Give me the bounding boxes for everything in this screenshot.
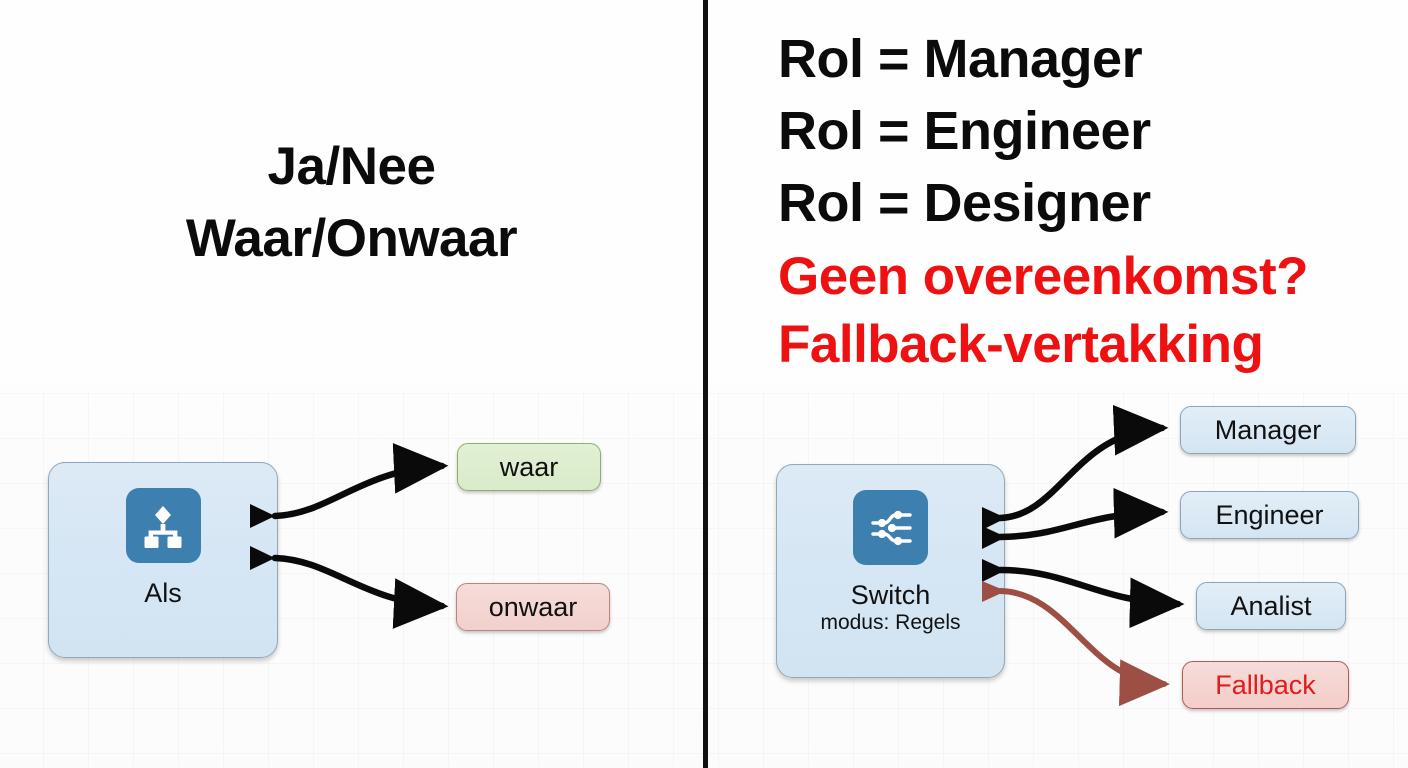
output-pill-onwaar-label: onwaar bbox=[488, 591, 578, 622]
output-pill-waar[interactable]: waar bbox=[457, 443, 601, 491]
output-pill-fallback-label: Fallback bbox=[1215, 669, 1316, 700]
output-pill-engineer[interactable]: Engineer bbox=[1180, 491, 1359, 539]
panel-divider bbox=[703, 0, 708, 768]
panel-if-node: Ja/Nee Waar/Onwaar Als waar onwaar bbox=[0, 0, 703, 768]
left-heading-line-1: Ja/Nee bbox=[267, 137, 436, 196]
node-switch-label: Switch bbox=[850, 580, 931, 610]
output-pill-onwaar[interactable]: onwaar bbox=[456, 583, 610, 631]
output-pill-manager[interactable]: Manager bbox=[1180, 406, 1356, 454]
node-switch-sublabel: modus: Regels bbox=[820, 611, 961, 635]
output-pill-manager-label: Manager bbox=[1214, 414, 1322, 445]
output-pill-waar-label: waar bbox=[499, 451, 559, 482]
decision-branch-icon bbox=[125, 488, 201, 563]
right-heading-rule-3: Rol = Designer bbox=[778, 173, 1151, 233]
node-als-label: Als bbox=[144, 578, 182, 608]
left-heading-line-2: Waar/Onwaar bbox=[185, 209, 518, 268]
right-warning-line-2: Fallback-vertakking bbox=[778, 315, 1264, 374]
output-pill-analist[interactable]: Analist bbox=[1196, 582, 1346, 630]
right-warning-line-1: Geen overeenkomst? bbox=[778, 247, 1309, 306]
output-pill-fallback[interactable]: Fallback bbox=[1182, 661, 1349, 709]
switch-routes-icon bbox=[853, 490, 928, 565]
panel-switch-node: Rol = Manager Rol = Engineer Rol = Desig… bbox=[708, 0, 1408, 768]
node-switch[interactable]: Switch modus: Regels bbox=[776, 464, 1005, 678]
right-heading-rule-1: Rol = Manager bbox=[778, 29, 1143, 89]
output-pill-engineer-label: Engineer bbox=[1215, 499, 1324, 530]
right-heading-rule-2: Rol = Engineer bbox=[778, 101, 1151, 161]
output-pill-analist-label: Analist bbox=[1230, 590, 1312, 621]
node-als[interactable]: Als bbox=[48, 462, 278, 658]
